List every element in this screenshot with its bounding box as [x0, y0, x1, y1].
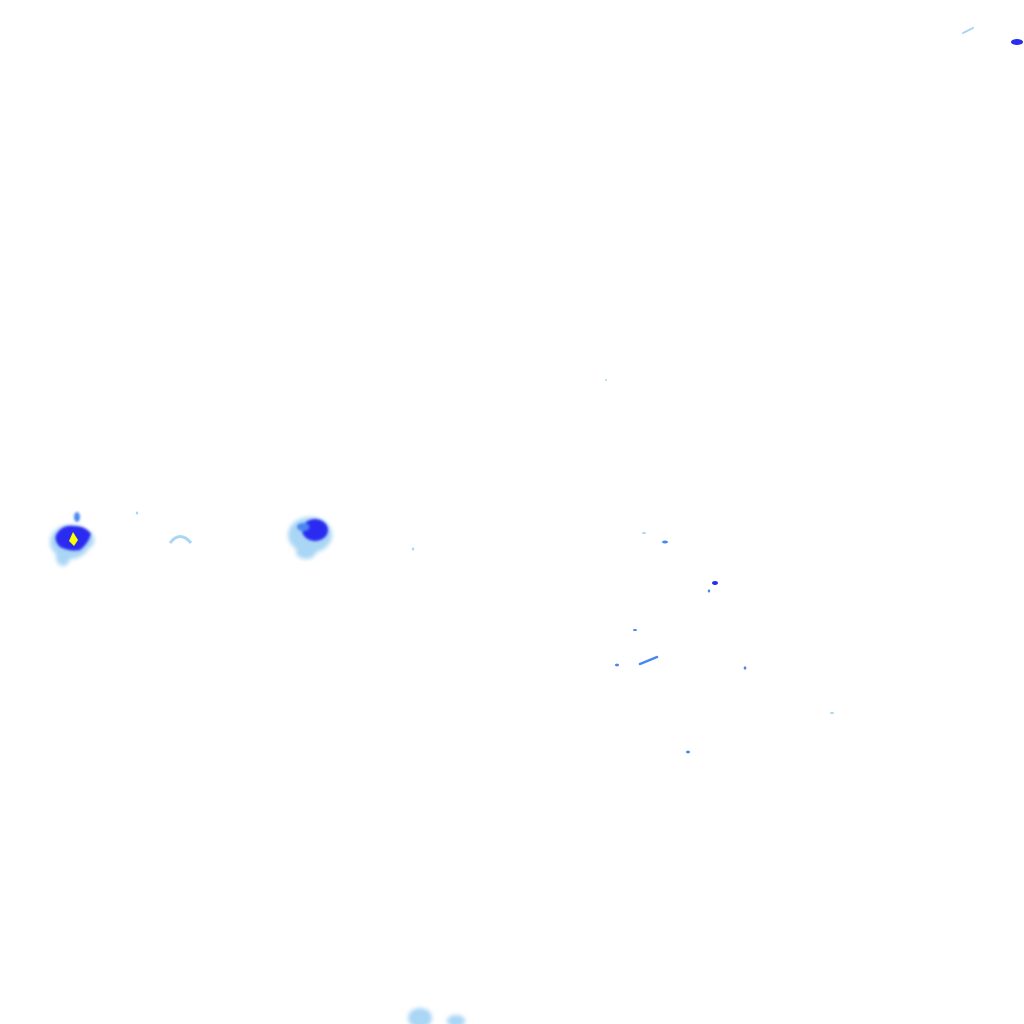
precip-cell-northeast: [962, 27, 1023, 45]
precip-cell-west: [50, 512, 94, 566]
precip-scattered-echoes: [135, 379, 834, 754]
precip-arc-fragment: [168, 535, 193, 545]
precip-cell-south-edge: [408, 1008, 465, 1024]
precip-cell-central: [288, 517, 332, 559]
